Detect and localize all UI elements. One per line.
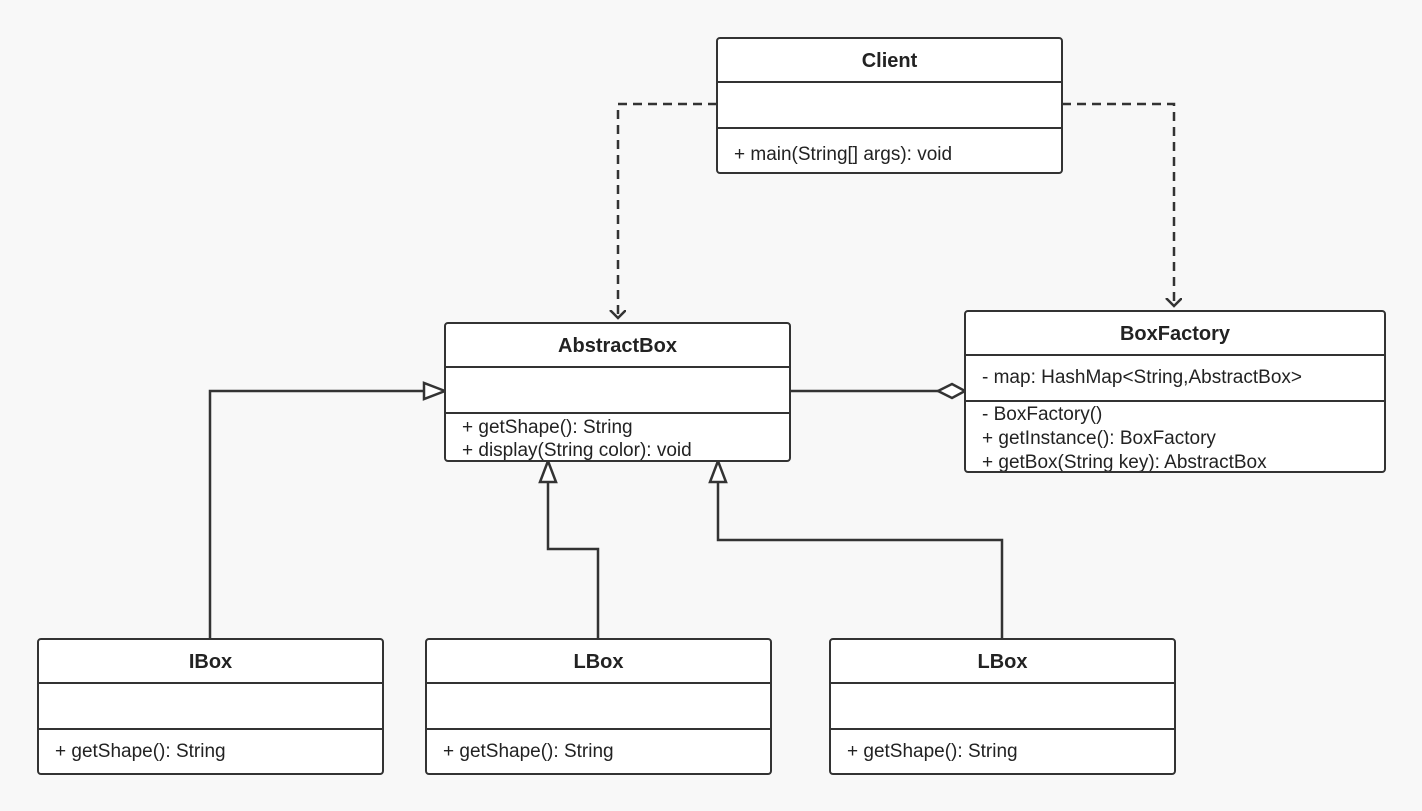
- operation-compartment: + getShape(): String + display(String co…: [446, 414, 789, 461]
- operation: + getBox(String key): AbstractBox: [982, 452, 1267, 473]
- attribute: - map: HashMap<String,AbstractBox>: [982, 367, 1302, 388]
- operation: + display(String color): void: [462, 440, 692, 461]
- generalization-arrowhead-ibox: [422, 381, 449, 401]
- attribute-compartment: [718, 83, 1061, 129]
- operation: + getShape(): String: [55, 741, 226, 762]
- generalization-ibox: [208, 389, 424, 638]
- class-lbox[interactable]: LBox + getShape(): String: [425, 638, 772, 775]
- class-name: LBox: [831, 640, 1174, 684]
- operation: + getShape(): String: [847, 741, 1018, 762]
- attribute-compartment: [39, 684, 382, 730]
- dependency-client-boxfactory: [1062, 102, 1174, 306]
- operation: + getInstance(): BoxFactory: [982, 428, 1216, 449]
- attribute-compartment: [831, 684, 1174, 730]
- dependency-client-abstractbox: [618, 102, 717, 318]
- operation-compartment: - BoxFactory() + getInstance(): BoxFacto…: [966, 402, 1384, 473]
- class-boxfactory[interactable]: BoxFactory - map: HashMap<String,Abstrac…: [964, 310, 1386, 473]
- class-name: BoxFactory: [966, 312, 1384, 356]
- attribute-compartment: [446, 368, 789, 414]
- operation-compartment: + getShape(): String: [427, 730, 770, 764]
- attribute-compartment: [427, 684, 770, 730]
- class-name: AbstractBox: [446, 324, 789, 368]
- operation: - BoxFactory(): [982, 404, 1103, 425]
- class-abstractbox[interactable]: AbstractBox + getShape(): String + displ…: [444, 322, 791, 462]
- operation: + main(String[] args): void: [734, 144, 953, 165]
- generalization-arrowhead-lbox-2: [708, 457, 728, 484]
- class-name: LBox: [427, 640, 770, 684]
- operation-compartment: + main(String[] args): void: [718, 129, 1061, 167]
- operation-compartment: + getShape(): String: [39, 730, 382, 764]
- generalization-lbox-1: [546, 482, 600, 638]
- generalization-lbox-2: [716, 482, 1004, 638]
- class-name: Client: [718, 39, 1061, 83]
- class-lbox[interactable]: LBox + getShape(): String: [829, 638, 1176, 775]
- aggregation-diamond: [935, 382, 968, 400]
- class-name: IBox: [39, 640, 382, 684]
- operation: + getShape(): String: [462, 417, 633, 438]
- generalization-arrowhead-lbox-1: [538, 457, 558, 484]
- class-ibox[interactable]: IBox + getShape(): String: [37, 638, 384, 775]
- operation-compartment: + getShape(): String: [831, 730, 1174, 764]
- operation: + getShape(): String: [443, 741, 614, 762]
- attribute-compartment: - map: HashMap<String,AbstractBox>: [966, 356, 1384, 402]
- class-client[interactable]: Client + main(String[] args): void: [716, 37, 1063, 174]
